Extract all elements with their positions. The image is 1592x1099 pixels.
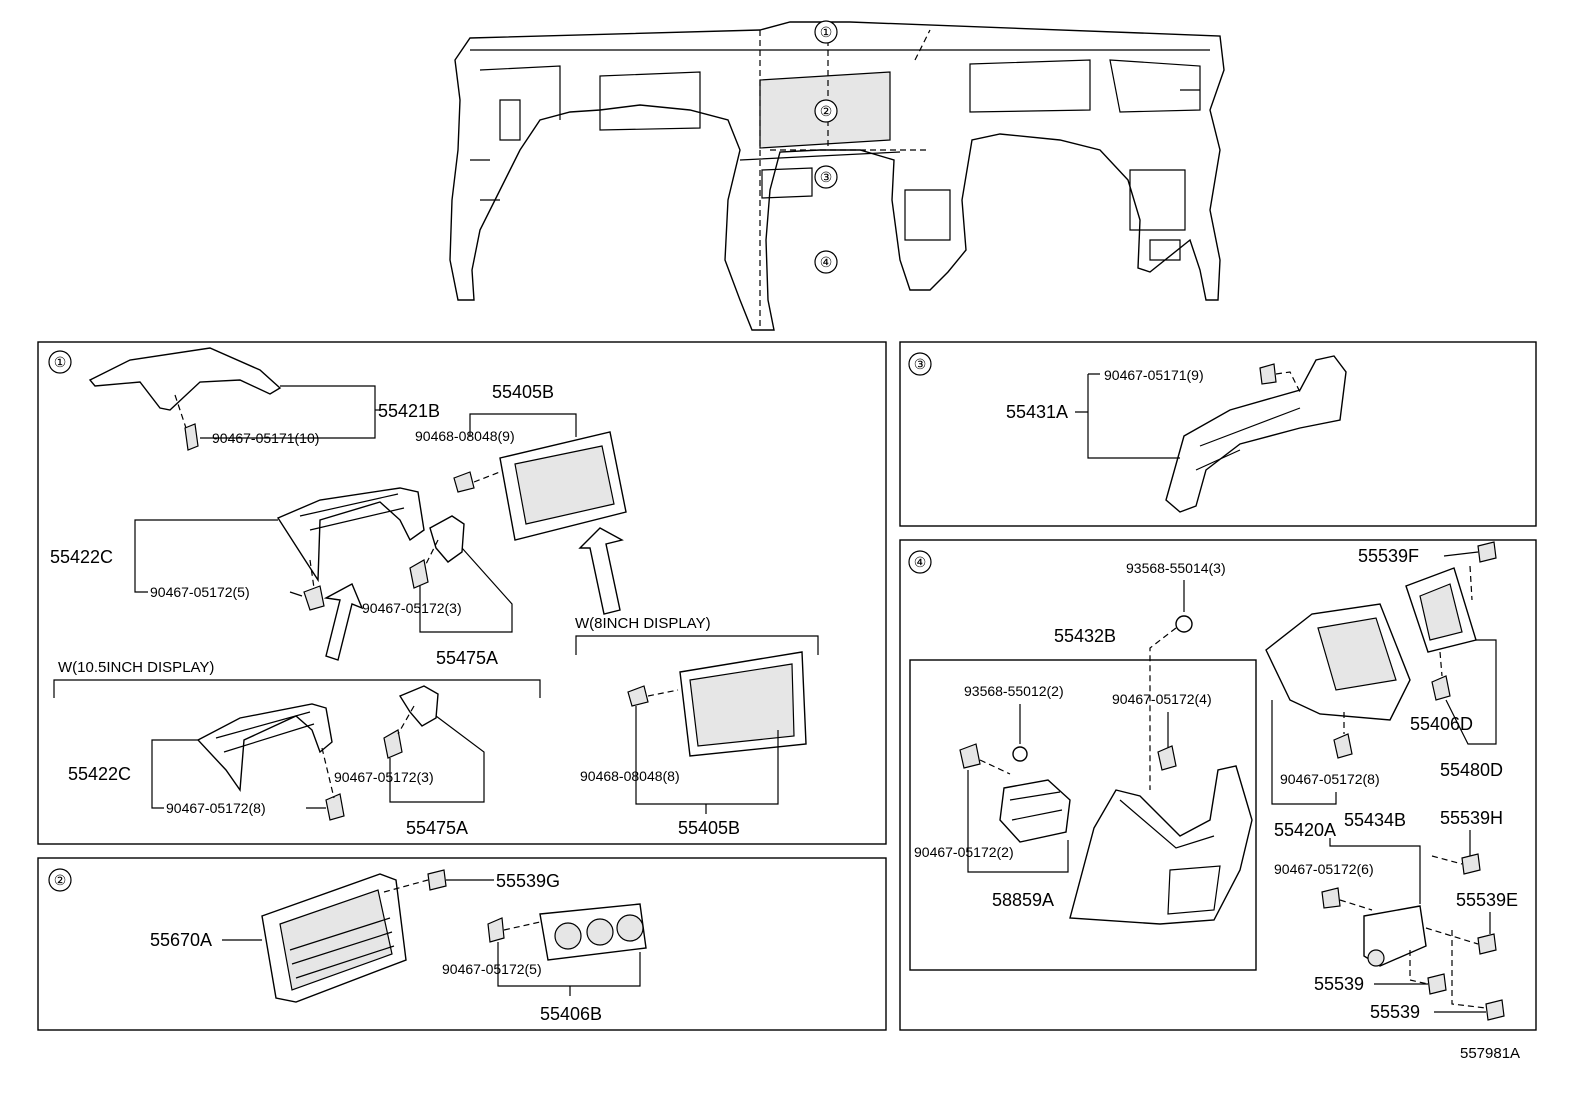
panel-2-callout: ② [48,868,72,892]
part-58859A-bracket [999,779,1071,843]
panel-4-frame [899,539,1537,1031]
part-55421B-cover [88,347,282,411]
clip-90467-05172-8-p4 [1333,733,1353,759]
label-90467-05172-8-p4: 90467-05172(8) [1280,771,1380,787]
clip-55539G [427,869,447,891]
clip-90467-05172-3-top [409,559,429,589]
clip-90467-05172-55406D [1431,675,1451,701]
panel-3-frame [899,341,1537,527]
clip-55539-a [1427,973,1447,995]
svg-text:③: ③ [820,169,833,185]
callout-4-top: ④ [814,250,838,274]
clip-90467-05172-4 [1157,745,1177,771]
callout-1-top: ① [814,20,838,44]
clip-90467-05172-8 [325,793,345,821]
label-55431A: 55431A [1006,402,1068,422]
diagram-id: 557981A [1460,1045,1520,1062]
label-90467-05171-9: 90467-05171(9) [1104,367,1204,383]
clip-90468-08048-8 [627,685,649,707]
part-55432B-console [1069,765,1253,925]
label-55406D: 55406D [1410,714,1473,734]
arrow-hood-top [323,583,364,661]
label-90467-05172-5-p2: 90467-05172(5) [442,961,542,977]
panel-1-callout: ① [48,350,72,374]
clip-90467-05172-2 [959,743,981,769]
part-55475A-bottom-bezel [398,685,439,727]
callout-2-top: ② [814,99,838,123]
label-58859A: 58859A [992,890,1054,910]
label-55434B: 55434B [1344,810,1406,830]
panel-3-callout: ③ [908,352,932,376]
label-55420A: 55420A [1274,820,1336,840]
label-93568-55014-3: 93568-55014(3) [1126,560,1226,576]
label-w-8inch-display: W(8INCH DISPLAY) [575,615,711,632]
svg-text:④: ④ [820,254,833,270]
clip-90467-05172-3-bottom [383,729,403,759]
label-90467-05172-2: 90467-05172(2) [914,844,1014,860]
label-55406B: 55406B [540,1004,602,1024]
label-55405B-top: 55405B [492,382,554,402]
label-55475A-top: 55475A [436,648,498,668]
label-90468-08048-8: 90468-08048(8) [580,768,680,784]
screw-93568-55012 [1012,746,1028,762]
label-55422C-bottom: 55422C [68,764,131,784]
clip-55539F [1477,541,1497,563]
label-55432B: 55432B [1054,626,1116,646]
label-93568-55012-2: 93568-55012(2) [964,683,1064,699]
clip-90467-05172-5 [303,585,325,611]
svg-text:②: ② [54,872,67,888]
clip-90467-05171-10 [184,423,199,451]
panel-4-callout: ④ [908,550,932,574]
part-55431A-trim [1165,355,1347,513]
subpanel-55432B [909,659,1257,971]
label-90467-05171-10: 90467-05171(10) [212,430,319,446]
svg-text:③: ③ [914,356,927,372]
label-90468-08048-9: 90468-08048(9) [415,428,515,444]
label-55539-a: 55539 [1314,974,1364,994]
label-55539-b: 55539 [1370,1002,1420,1022]
label-55539G: 55539G [496,871,560,891]
svg-text:④: ④ [914,554,927,570]
label-55421B: 55421B [378,401,440,421]
part-55475A-top-bezel [429,515,465,563]
label-90467-05172-3-top: 90467-05172(3) [362,600,462,616]
label-55539E: 55539E [1456,890,1518,910]
label-90467-05172-4: 90467-05172(4) [1112,691,1212,707]
clip-55539-b [1485,999,1505,1021]
clip-90467-05171-9 [1259,363,1277,385]
label-90467-05172-6: 90467-05172(6) [1274,861,1374,877]
label-55405B-bottom: 55405B [678,818,740,838]
label-55539H: 55539H [1440,808,1503,828]
label-90467-05172-5: 90467-05172(5) [150,584,250,600]
svg-text:①: ① [54,354,67,370]
part-55422C-bottom-hood [196,703,333,792]
clip-90467-05172-5-p2 [487,917,505,943]
label-55539F: 55539F [1358,546,1419,566]
clip-90467-05172-6 [1321,887,1341,909]
label-55422C-top: 55422C [50,547,113,567]
label-55475A-bottom: 55475A [406,818,468,838]
svg-text:①: ① [820,24,833,40]
part-55422C-top-hood [276,487,425,583]
label-55480D: 55480D [1440,760,1503,780]
label-90467-05172-3-bottom: 90467-05172(3) [334,769,434,785]
arrow-display-top [578,527,624,615]
label-55670A: 55670A [150,930,212,950]
svg-text:②: ② [820,103,833,119]
callout-3-top: ③ [814,165,838,189]
clip-90468-08048-9 [453,471,475,493]
label-w-10-5inch-display: W(10.5INCH DISPLAY) [58,659,214,676]
panel-2-frame [37,857,887,1031]
clip-55539H [1461,853,1481,875]
clip-55539E [1477,933,1497,955]
screw-93568-55014 [1175,615,1193,633]
label-90467-05172-8-p1: 90467-05172(8) [166,800,266,816]
panel-1-frame [37,341,887,845]
